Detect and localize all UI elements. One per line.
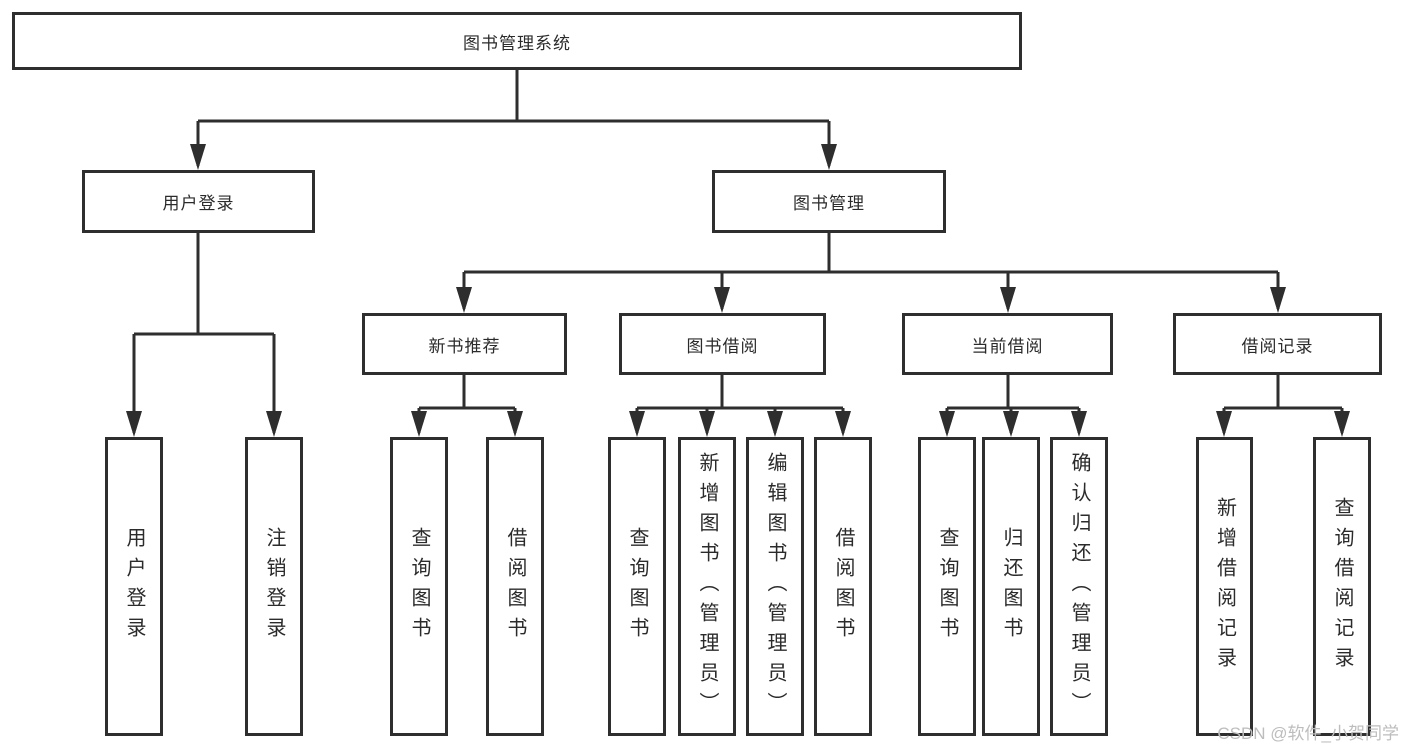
arrowhead (699, 411, 715, 437)
arrowhead (126, 411, 142, 437)
arrowhead (411, 411, 427, 437)
arrowheads (126, 144, 1350, 437)
node-borrow-record: 借阅记录 (1173, 313, 1382, 375)
arrowhead (1000, 287, 1016, 313)
leaf-logout-label: 注销登录 (263, 526, 285, 647)
arrowhead (835, 411, 851, 437)
arrowhead (1216, 411, 1232, 437)
leaf-borrow-borrow-book-label: 借阅图书 (832, 526, 854, 647)
leaf-borrow-add-book-admin: 新增图书（管理员） (678, 437, 736, 736)
arrowhead (1003, 411, 1019, 437)
node-root-system-label: 图书管理系统 (463, 33, 571, 53)
leaf-newbook-query-book-label: 查询图书 (408, 526, 430, 647)
arrowhead (629, 411, 645, 437)
leaf-borrow-add-book-admin-label: 新增图书（管理员） (696, 451, 718, 722)
leaf-record-query-record: 查询借阅记录 (1313, 437, 1371, 736)
arrowhead (507, 411, 523, 437)
arrowhead (821, 144, 837, 170)
leaf-current-return-book-label: 归还图书 (1000, 526, 1022, 647)
leaf-user-login-label: 用户登录 (123, 526, 145, 647)
connector-stems (132, 70, 1344, 433)
connector-login-to-leaves (132, 233, 276, 433)
node-new-book-recommend-label: 新书推荐 (428, 336, 501, 356)
node-new-book-recommend: 新书推荐 (362, 313, 567, 375)
leaf-borrow-query-book-label: 查询图书 (626, 526, 648, 647)
arrowhead (939, 411, 955, 437)
leaf-borrow-borrow-book: 借阅图书 (814, 437, 872, 736)
leaf-logout: 注销登录 (245, 437, 303, 736)
arrowhead (456, 287, 472, 313)
connector-mgmt-to-level3 (462, 233, 1280, 309)
leaf-record-add-record: 新增借阅记录 (1196, 437, 1253, 736)
leaf-borrow-query-book: 查询图书 (608, 437, 666, 736)
leaf-current-return-book: 归还图书 (982, 437, 1040, 736)
leaf-current-query-book: 查询图书 (918, 437, 976, 736)
connector-record-to-leaves (1222, 375, 1344, 433)
node-book-management-label: 图书管理 (793, 194, 865, 213)
leaf-current-confirm-return-admin: 确认归还（管理员） (1050, 437, 1108, 736)
leaf-borrow-edit-book-admin-label: 编辑图书（管理员） (764, 451, 786, 722)
node-borrow-record-label: 借阅记录 (1241, 336, 1314, 356)
connector-newbook-to-leaves (417, 375, 517, 433)
arrowhead (767, 411, 783, 437)
leaf-newbook-borrow-book-label: 借阅图书 (504, 526, 526, 647)
node-user-login-label: 用户登录 (162, 194, 235, 213)
leaf-current-query-book-label: 查询图书 (936, 526, 958, 647)
arrowhead (714, 287, 730, 313)
leaf-borrow-edit-book-admin: 编辑图书（管理员） (746, 437, 804, 736)
node-root-system: 图书管理系统 (12, 12, 1022, 70)
node-book-borrow-label: 图书借阅 (686, 336, 759, 356)
arrowhead (1270, 287, 1286, 313)
node-current-borrow-label: 当前借阅 (971, 336, 1044, 356)
leaf-current-confirm-return-admin-label: 确认归还（管理员） (1068, 451, 1090, 722)
arrowhead (266, 411, 282, 437)
arrowhead (190, 144, 206, 170)
node-book-management: 图书管理 (712, 170, 946, 233)
connector-borrow-to-leaves (635, 375, 845, 433)
leaf-record-add-record-label: 新增借阅记录 (1213, 496, 1236, 677)
leaf-user-login: 用户登录 (105, 437, 163, 736)
csdn-watermark: CSDN @软件_小贺同学 (1217, 724, 1399, 743)
leaf-record-query-record-label: 查询借阅记录 (1331, 496, 1353, 677)
arrowhead (1071, 411, 1087, 437)
leaf-newbook-query-book: 查询图书 (390, 437, 448, 736)
node-book-borrow: 图书借阅 (619, 313, 826, 375)
connector-root-to-level2 (196, 70, 831, 166)
node-user-login: 用户登录 (82, 170, 315, 233)
leaf-newbook-borrow-book: 借阅图书 (486, 437, 544, 736)
arrowhead (1334, 411, 1350, 437)
node-current-borrow: 当前借阅 (902, 313, 1113, 375)
